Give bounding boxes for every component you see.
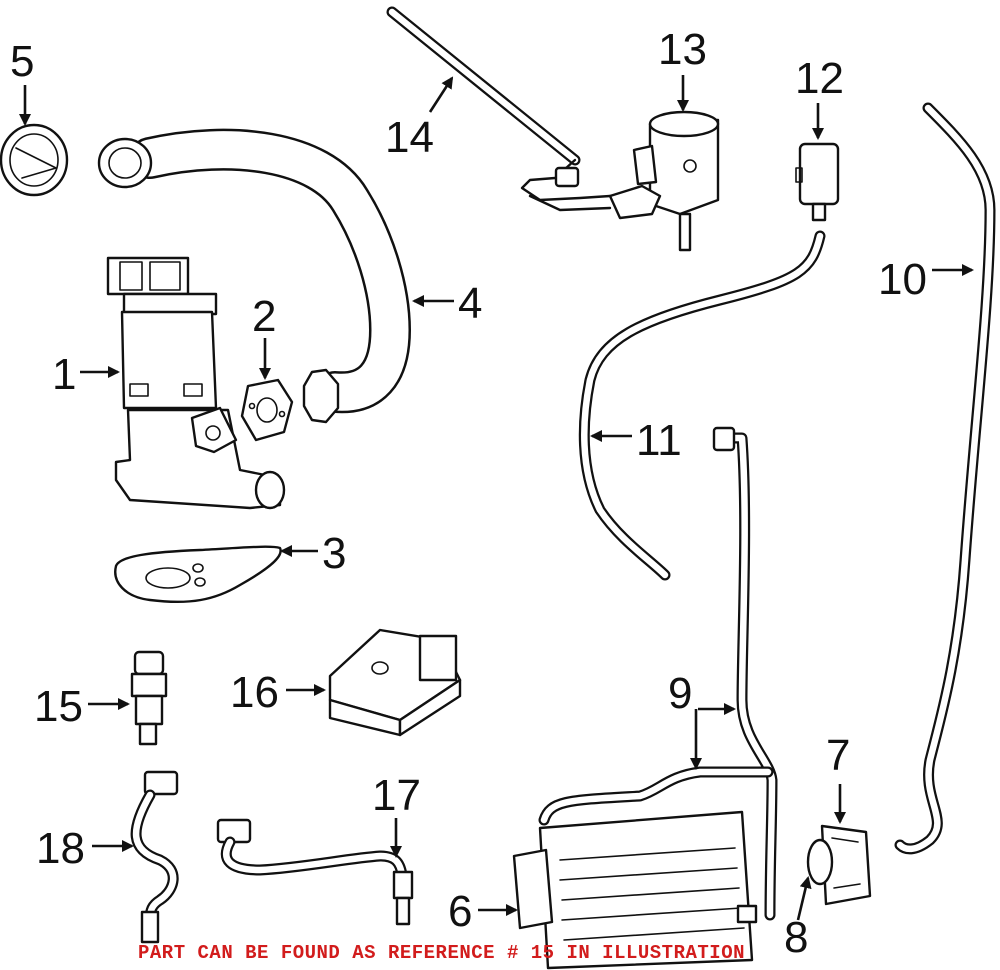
rod-part-14	[386, 6, 612, 212]
vapor-lines-part-9	[538, 426, 778, 921]
callout-1: 1	[52, 350, 76, 399]
egr-tube-part-4	[97, 128, 411, 424]
callout-12: 12	[795, 54, 844, 103]
callout-3: 3	[322, 529, 346, 578]
callout-6: 6	[448, 887, 472, 936]
gasket-part-2	[240, 378, 294, 442]
solenoid-part-7	[806, 824, 872, 906]
connector-part-12	[795, 142, 840, 222]
canister-part-6	[512, 810, 758, 970]
o2-sensor-part-18	[130, 770, 179, 944]
gasket-plate-part-3	[114, 545, 282, 603]
o2-sensor-part-17	[216, 818, 414, 926]
reference-note: PART CAN BE FOUND AS REFERENCE # 15 IN I…	[138, 942, 745, 964]
callout-16: 16	[230, 668, 279, 717]
callout-7: 7	[826, 731, 850, 780]
callout-15: 15	[34, 682, 83, 731]
callout-10: 10	[878, 255, 927, 304]
callout-14: 14	[385, 113, 434, 162]
leader-arrows	[19, 75, 974, 921]
callout-11: 11	[636, 416, 682, 465]
callout-4: 4	[458, 279, 482, 328]
hose-part-10	[894, 102, 996, 855]
callout-numbers: 5 1 2 3 4 14 13 12 10 11 9 7 8 6 15 16 1…	[10, 25, 927, 962]
callout-5: 5	[10, 37, 34, 86]
module-part-16	[328, 628, 462, 737]
hose-part-11	[578, 230, 826, 581]
callout-8: 8	[784, 913, 808, 962]
egr-valve-part-1	[106, 256, 286, 510]
callout-18: 18	[36, 824, 85, 873]
callout-2: 2	[252, 292, 276, 341]
sensor-part-15	[130, 650, 168, 746]
callout-13: 13	[658, 25, 707, 74]
callout-17: 17	[372, 771, 421, 820]
reservoir-part-13	[608, 110, 720, 252]
cap-part-5	[0, 123, 69, 197]
callout-9: 9	[668, 669, 692, 718]
